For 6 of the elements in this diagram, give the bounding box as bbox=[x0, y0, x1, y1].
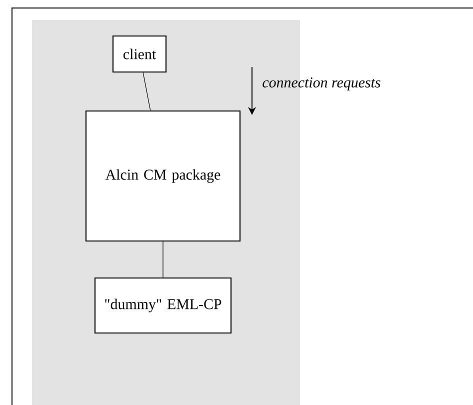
connector-line bbox=[142, 72, 151, 111]
connector-line bbox=[162, 241, 164, 278]
annotation-text: connection requests bbox=[262, 77, 380, 91]
process-box: client bbox=[112, 35, 167, 73]
process-box: "dummy" EML-CP bbox=[94, 277, 232, 334]
process-box: Alcin CM package bbox=[85, 110, 241, 242]
